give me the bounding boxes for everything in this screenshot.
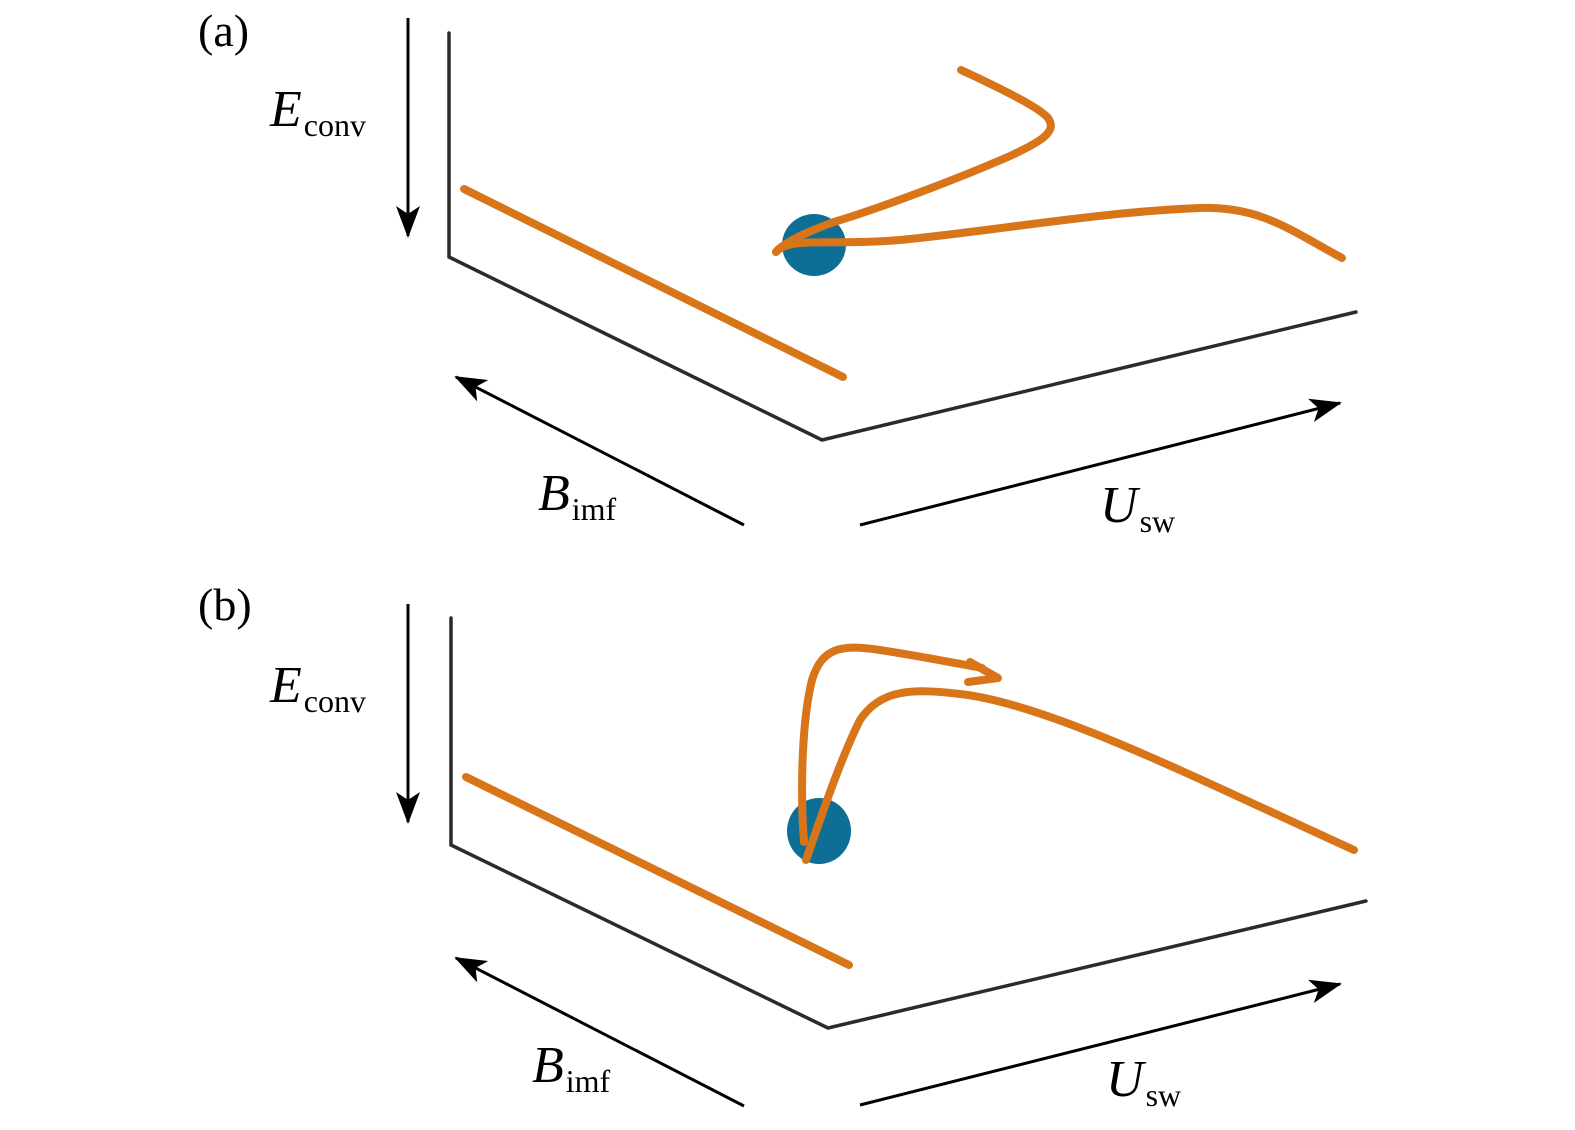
panel-a-bimf-label: Bimf: [538, 465, 617, 527]
panel-a-usw-arrow: [859, 398, 1342, 527]
panel-a-trajectory-lower: [772, 203, 1346, 262]
panel-a-projection-line: [460, 185, 847, 381]
panel-a-trajectory-junction: [772, 218, 838, 256]
panel-a-econv-label: Econv: [269, 81, 366, 143]
panel-b: (b) Econv Bimf Usw: [198, 579, 1368, 1113]
panel-b-trajectory-upper: [798, 643, 986, 846]
panel-a-trajectory-upper: [830, 66, 1055, 226]
panel-b-trajectory-hook: [964, 658, 1002, 686]
panel-b-projection-line: [462, 773, 853, 969]
panel-b-bimf-label: Bimf: [532, 1037, 611, 1099]
panel-a-frame: [447, 31, 1358, 442]
panel-b-usw-arrow: [859, 979, 1342, 1107]
panel-a-bimf-arrow: [454, 375, 745, 527]
panel-a: (a) Econv Bimf Usw: [198, 5, 1358, 539]
panel-b-label: (b): [198, 579, 252, 630]
panel-b-usw-label: Usw: [1106, 1051, 1181, 1113]
panel-a-usw-label: Usw: [1100, 477, 1175, 539]
panel-a-label: (a): [198, 5, 249, 56]
panel-b-econv-label: Econv: [269, 657, 366, 719]
panel-b-trajectory-lower: [802, 687, 1358, 864]
panel-b-bimf-arrow: [454, 956, 745, 1108]
panel-b-frame: [449, 616, 1368, 1030]
